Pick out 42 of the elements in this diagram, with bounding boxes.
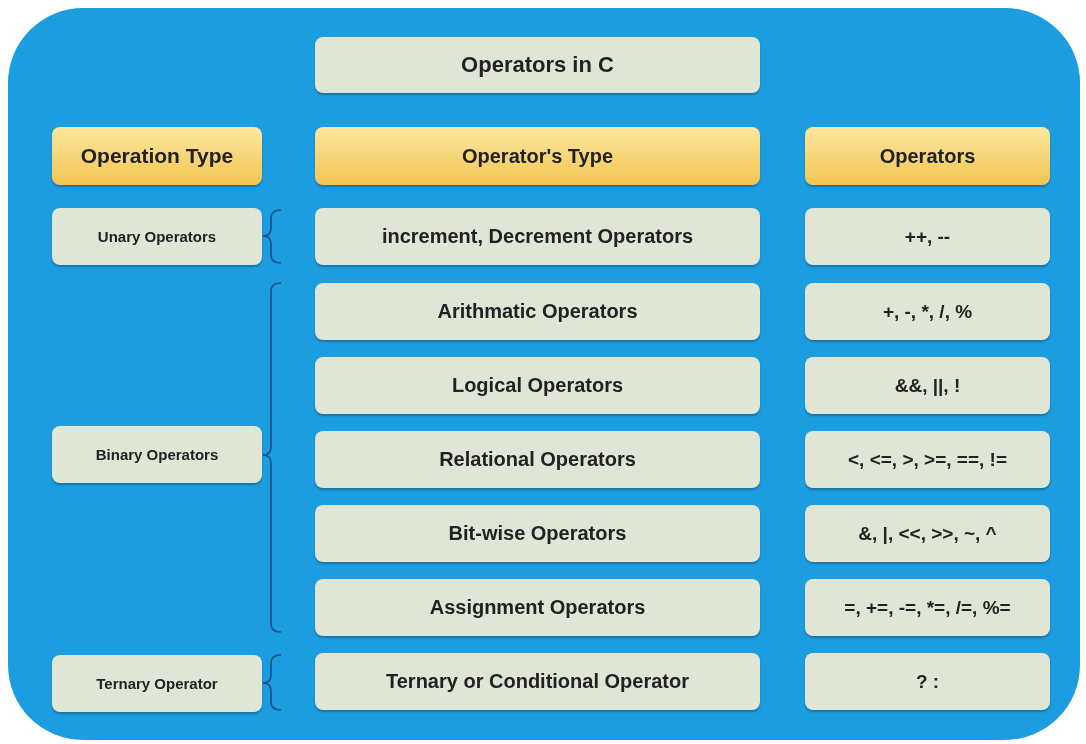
box-label: increment, Decrement Operators — [381, 225, 694, 248]
box-label: Operator's Type — [461, 144, 614, 168]
box-label: Arithmatic Operators — [437, 300, 638, 323]
box-label: Operation Type — [80, 144, 234, 168]
table-box — [52, 426, 262, 483]
header-box — [315, 127, 760, 185]
table-box — [315, 653, 760, 710]
box-label: ++, -- — [904, 225, 951, 248]
table-box — [315, 208, 760, 265]
box-label: Ternary Operator — [96, 675, 218, 692]
table-box — [805, 505, 1050, 562]
box-label: Relational Operators — [439, 448, 636, 471]
table-box — [805, 579, 1050, 636]
box-label: Unary Operators — [97, 228, 217, 245]
header-box — [805, 127, 1050, 185]
box-label: +, -, *, /, % — [882, 300, 973, 323]
table-box — [805, 283, 1050, 340]
box-label: ? : — [915, 670, 940, 693]
box-label: &, |, <<, >>, ~, ^ — [858, 522, 997, 545]
box-label: Bit-wise Operators — [448, 522, 627, 545]
table-box — [805, 208, 1050, 265]
table-box — [805, 653, 1050, 710]
table-box — [315, 283, 760, 340]
box-label: &&, ||, ! — [894, 374, 961, 397]
header-box — [52, 127, 262, 185]
box-label: Ternary or Conditional Operator — [386, 670, 689, 693]
box-label: =, +=, -=, *=, /=, %= — [844, 596, 1011, 619]
table-box — [315, 579, 760, 636]
table-box — [805, 357, 1050, 414]
box-label: Operators — [879, 144, 976, 168]
table-box — [52, 208, 262, 265]
table-box — [805, 431, 1050, 488]
box-label: Operators in C — [461, 52, 614, 78]
box-label: <, <=, >, >=, ==, != — [848, 448, 1007, 471]
box-label: Binary Operators — [95, 446, 219, 463]
title-box — [315, 37, 760, 93]
box-label: Logical Operators — [451, 374, 624, 397]
table-box — [315, 357, 760, 414]
box-label: Assignment Operators — [429, 596, 646, 619]
table-box — [52, 655, 262, 712]
table-box — [315, 431, 760, 488]
table-box — [315, 505, 760, 562]
